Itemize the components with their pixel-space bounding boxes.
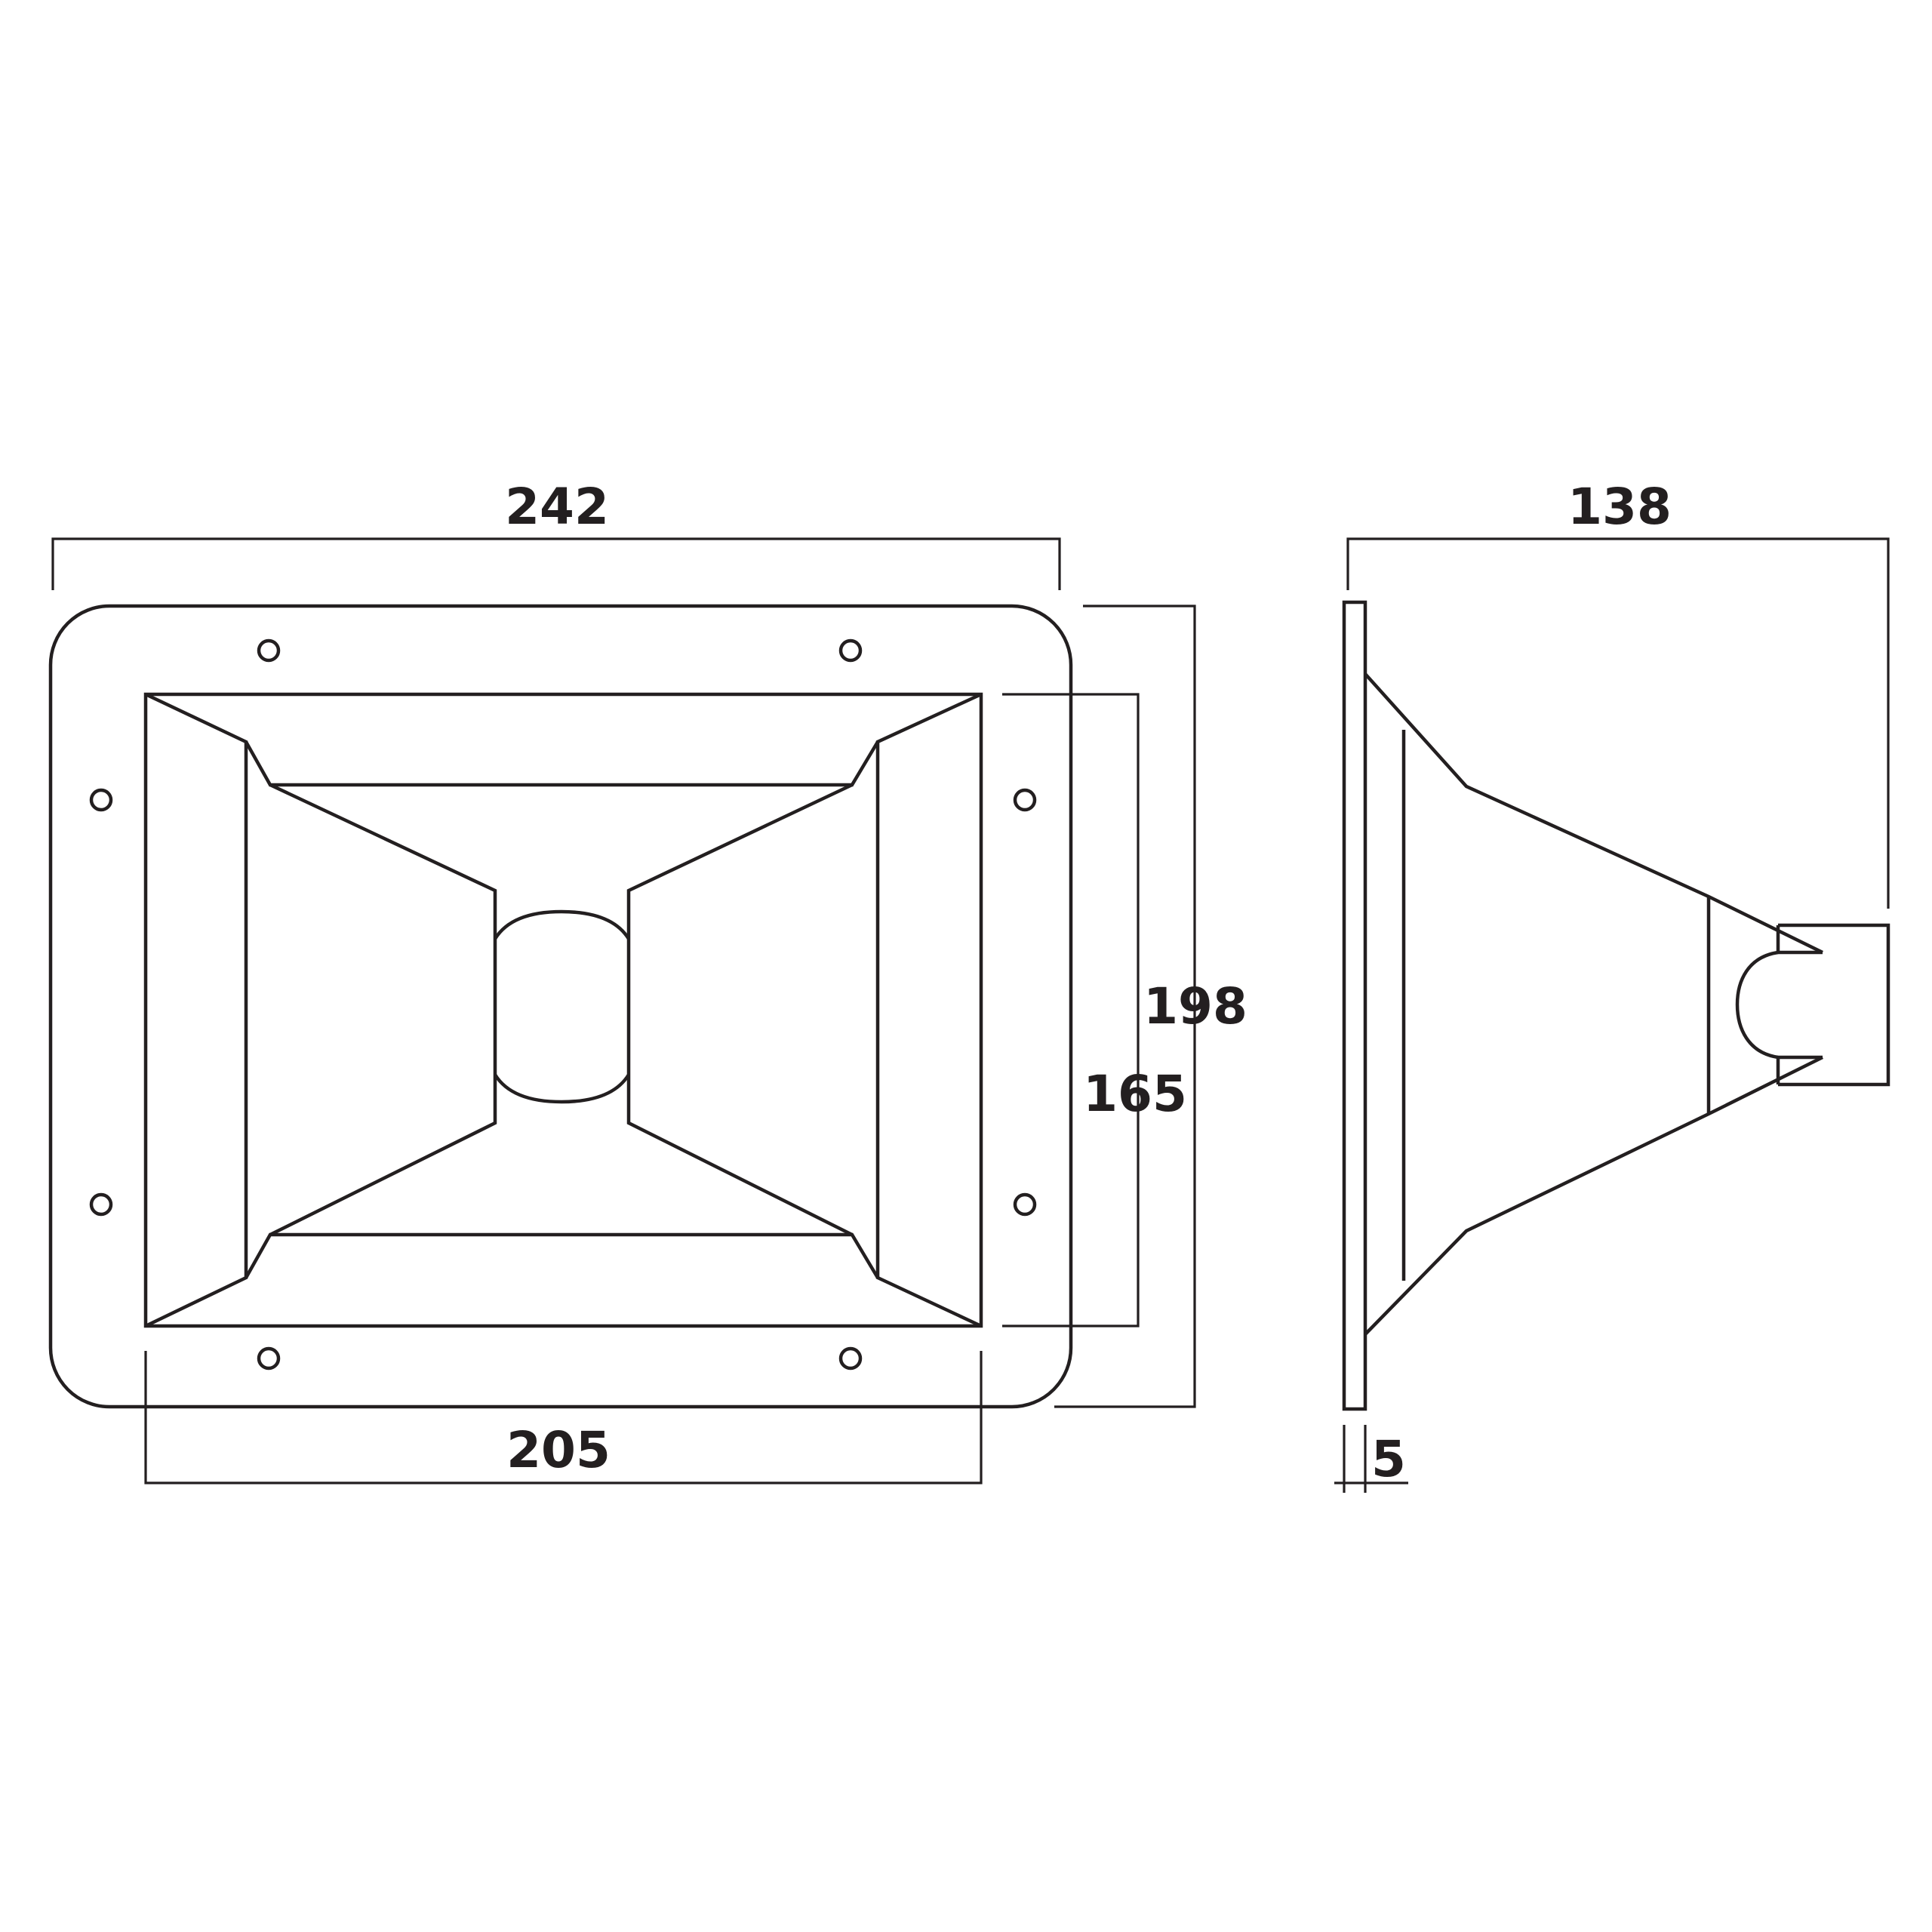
side-flange	[1342, 600, 1367, 1411]
front-flange-outline	[48, 604, 1073, 1409]
front-view: 242 205 198 165	[48, 478, 1247, 1484]
dimension-label-overall-height: 198	[1143, 977, 1247, 1035]
throat-bottom-arc	[494, 1073, 630, 1104]
dimension-overall-width: 242	[51, 478, 1061, 590]
mounting-hole	[1013, 1192, 1037, 1217]
dimension-inner-height: 165	[1002, 693, 1187, 1327]
side-view: 138 5	[1334, 478, 1890, 1493]
dimension-flange-thickness: 5	[1334, 1425, 1408, 1493]
mounting-hole	[257, 638, 281, 663]
dimension-depth: 138	[1346, 478, 1890, 909]
mounting-hole	[838, 1346, 863, 1371]
dimension-label-depth: 138	[1567, 478, 1672, 536]
dimension-inner-width: 205	[144, 1351, 983, 1484]
dimension-label-overall-width: 242	[505, 478, 609, 536]
mounting-hole	[257, 1346, 281, 1371]
mounting-hole	[89, 1192, 113, 1217]
dimension-label-flange-thickness: 5	[1371, 1430, 1406, 1488]
side-horn-body	[1364, 672, 1890, 1336]
dimension-label-inner-height: 165	[1083, 1065, 1187, 1123]
mounting-holes	[89, 638, 1037, 1371]
front-horn-walls	[145, 692, 982, 1328]
dimension-label-inner-width: 205	[506, 1421, 611, 1479]
side-throat-arc	[1735, 950, 1779, 1060]
throat-top-arc	[494, 909, 630, 940]
dimension-overall-height: 198	[1054, 605, 1247, 1408]
mounting-hole	[838, 638, 863, 663]
mounting-hole	[89, 788, 113, 812]
mounting-hole	[1013, 788, 1037, 812]
front-mouth-outline	[143, 692, 983, 1328]
